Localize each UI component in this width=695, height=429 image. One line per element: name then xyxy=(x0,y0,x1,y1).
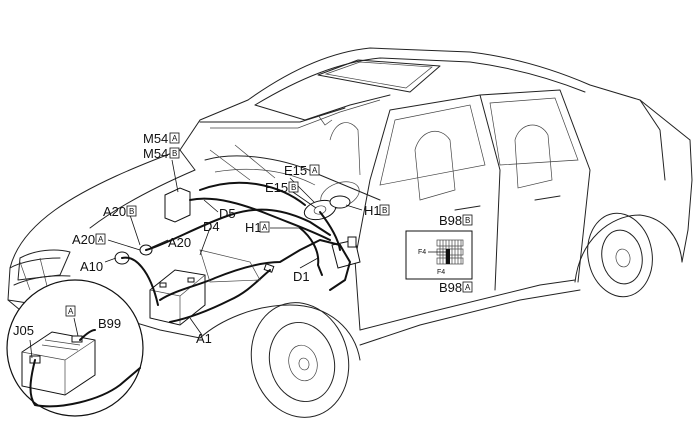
label-m54-a: M54 xyxy=(143,131,168,146)
tag-a20-b: B xyxy=(129,207,134,216)
battery-inset xyxy=(6,279,144,417)
fuse-detail-box: F4 F4 xyxy=(405,230,473,280)
tag-b98-b: B xyxy=(465,216,470,225)
engine-bay xyxy=(114,187,361,326)
label-a20-a: A20 xyxy=(72,232,95,247)
sunroof xyxy=(317,59,441,93)
component-h1 xyxy=(329,195,351,209)
label-a20-b: A20 xyxy=(103,204,126,219)
label-e15-b: E15 xyxy=(265,180,288,195)
battery-a1 xyxy=(149,269,206,326)
wiring-harness xyxy=(121,181,351,323)
label-j05: J05 xyxy=(13,323,34,338)
label-h1-a: H1 xyxy=(245,220,262,235)
tag-m54-a: A xyxy=(172,134,178,143)
label-a1: A1 xyxy=(196,331,212,346)
label-m54-b: M54 xyxy=(143,146,168,161)
label-b99: B99 xyxy=(98,316,121,331)
label-a10: A10 xyxy=(80,259,103,274)
label-a20: A20 xyxy=(168,235,191,250)
module-m54 xyxy=(164,187,191,223)
label-d1: D1 xyxy=(293,269,310,284)
tag-e15-b: B xyxy=(291,183,296,192)
tag-h1-a: A xyxy=(262,223,268,232)
label-e15-a: E15 xyxy=(284,163,307,178)
fuse-label-f4-left: F4 xyxy=(418,249,426,256)
label-d4: D4 xyxy=(203,219,220,234)
label-d5: D5 xyxy=(219,206,236,221)
fuse-label-f4-bottom: F4 xyxy=(437,269,445,276)
tag-e15-a: A xyxy=(312,166,318,175)
tag-m54-b: B xyxy=(172,149,177,158)
label-b98-a: B98 xyxy=(439,280,462,295)
tag-b98-a: A xyxy=(465,283,471,292)
tag-h1-b: B xyxy=(382,206,387,215)
label-b98-b: B98 xyxy=(439,213,462,228)
labels: M54 A M54 B D5 A20 B D4 A20 A A20 A10 E1… xyxy=(13,131,473,346)
label-h1-b: H1 xyxy=(364,203,381,218)
tag-inset-a: A xyxy=(68,307,74,316)
tag-a20-a: A xyxy=(98,235,104,244)
